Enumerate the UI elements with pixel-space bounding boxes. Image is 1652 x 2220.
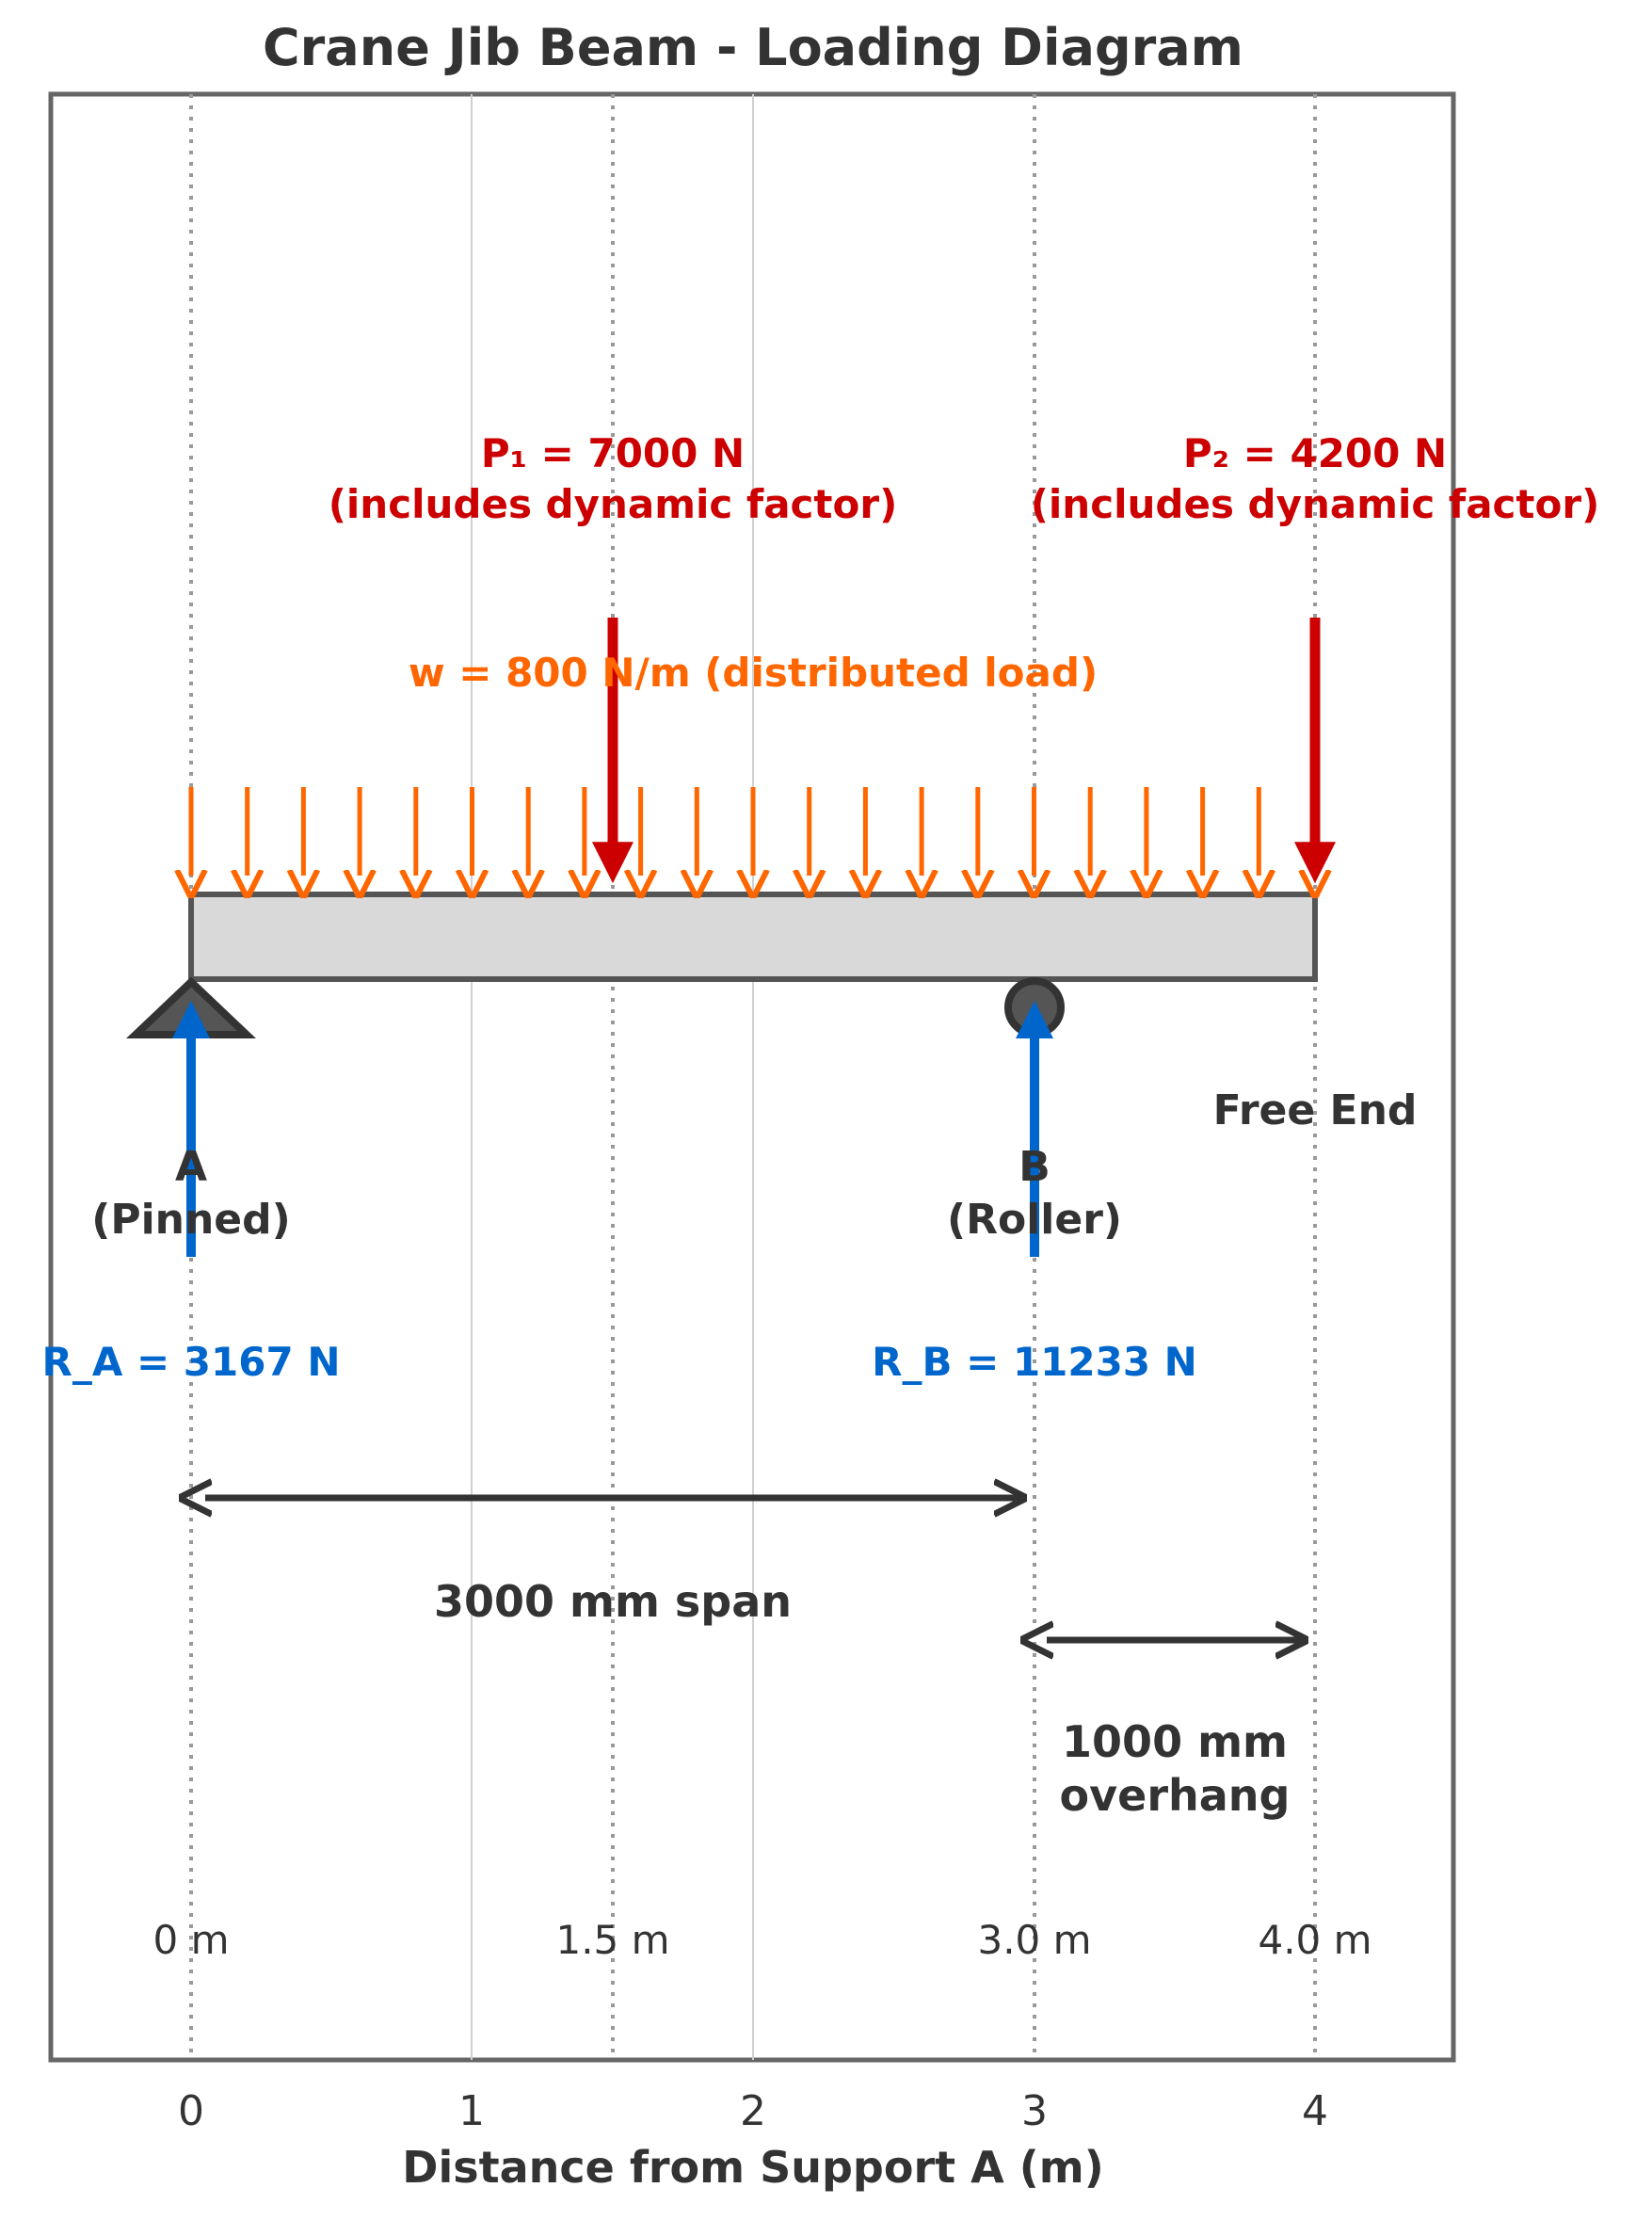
- x-tick-1: 1: [458, 2087, 485, 2135]
- position-label-3m: 3.0 m: [977, 1917, 1091, 1963]
- beam: [188, 892, 1318, 982]
- overhang-label-line1: 1000 mm: [1062, 1716, 1288, 1767]
- distributed-load-label: w = 800 N/m (distributed load): [409, 650, 1098, 696]
- free-end-label: Free End: [1213, 1086, 1418, 1134]
- overhang-label-line2: overhang: [1060, 1770, 1291, 1821]
- position-label-4m: 4.0 m: [1258, 1917, 1371, 1963]
- x-tick-2: 2: [740, 2087, 766, 2135]
- span-label: 3000 mm span: [434, 1576, 792, 1627]
- support-b-type: (Roller): [947, 1196, 1122, 1244]
- reaction-a-label: R_A = 3167 N: [42, 1339, 341, 1385]
- load-p1-note: (includes dynamic factor): [329, 481, 898, 527]
- support-a-name: A: [175, 1143, 207, 1191]
- reaction-b-label: R_B = 11233 N: [872, 1339, 1197, 1385]
- x-tick-0: 0: [178, 2087, 204, 2135]
- support-b-name: B: [1018, 1143, 1051, 1191]
- x-tick-4: 4: [1302, 2087, 1328, 2135]
- position-label-0m: 0 m: [153, 1917, 230, 1963]
- load-p1-label: P₁ = 7000 N: [481, 430, 745, 476]
- distributed-load-arrows: [191, 787, 1315, 876]
- load-p2-note: (includes dynamic factor): [1031, 481, 1600, 527]
- x-tick-3: 3: [1021, 2087, 1048, 2135]
- x-axis-label: Distance from Support A (m): [402, 2142, 1103, 2193]
- support-a-type: (Pinned): [91, 1196, 291, 1244]
- load-p2-label: P₂ = 4200 N: [1183, 430, 1447, 476]
- position-label-1-5m: 1.5 m: [555, 1917, 669, 1963]
- chart-title: Crane Jib Beam - Loading Diagram: [263, 18, 1243, 77]
